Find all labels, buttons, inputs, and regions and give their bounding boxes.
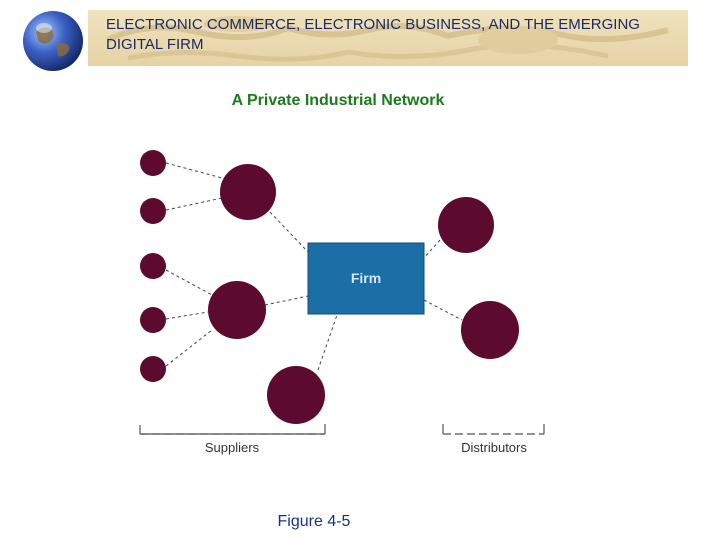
supplier-node — [267, 366, 325, 424]
supplier-node — [208, 281, 266, 339]
firm-hub — [307, 242, 425, 315]
supplier-node — [140, 253, 166, 279]
supplier-node — [140, 198, 166, 224]
world-map-background — [106, 16, 669, 62]
connector — [264, 295, 309, 306]
connector — [317, 314, 338, 371]
distributor-node — [438, 197, 494, 253]
connector — [423, 239, 441, 259]
supplier-node — [140, 356, 166, 382]
connector — [165, 329, 213, 367]
connector — [423, 299, 463, 321]
connector — [165, 311, 209, 320]
supplier-node — [220, 164, 276, 220]
connector — [269, 211, 309, 253]
header-banner: ELECTRONIC COMMERCE, ELECTRONIC BUSINESS… — [88, 10, 688, 66]
globe-icon — [23, 11, 83, 71]
header-title: ELECTRONIC COMMERCE, ELECTRONIC BUSINESS… — [106, 16, 640, 53]
figure-caption: Figure 4-5 — [277, 513, 351, 530]
suppliers-bracket — [139, 425, 325, 435]
connector — [165, 197, 223, 211]
suppliers-label: Suppliers — [205, 440, 260, 455]
connector — [165, 269, 213, 296]
supplier-node — [140, 307, 166, 333]
distributors-label: Distributors — [461, 440, 527, 455]
firm-hub-label: Firm — [351, 270, 381, 286]
supplier-node — [140, 150, 166, 176]
distributor-node — [461, 301, 519, 359]
connector — [165, 162, 223, 179]
slide-title: A Private Industrial Network — [231, 92, 445, 109]
